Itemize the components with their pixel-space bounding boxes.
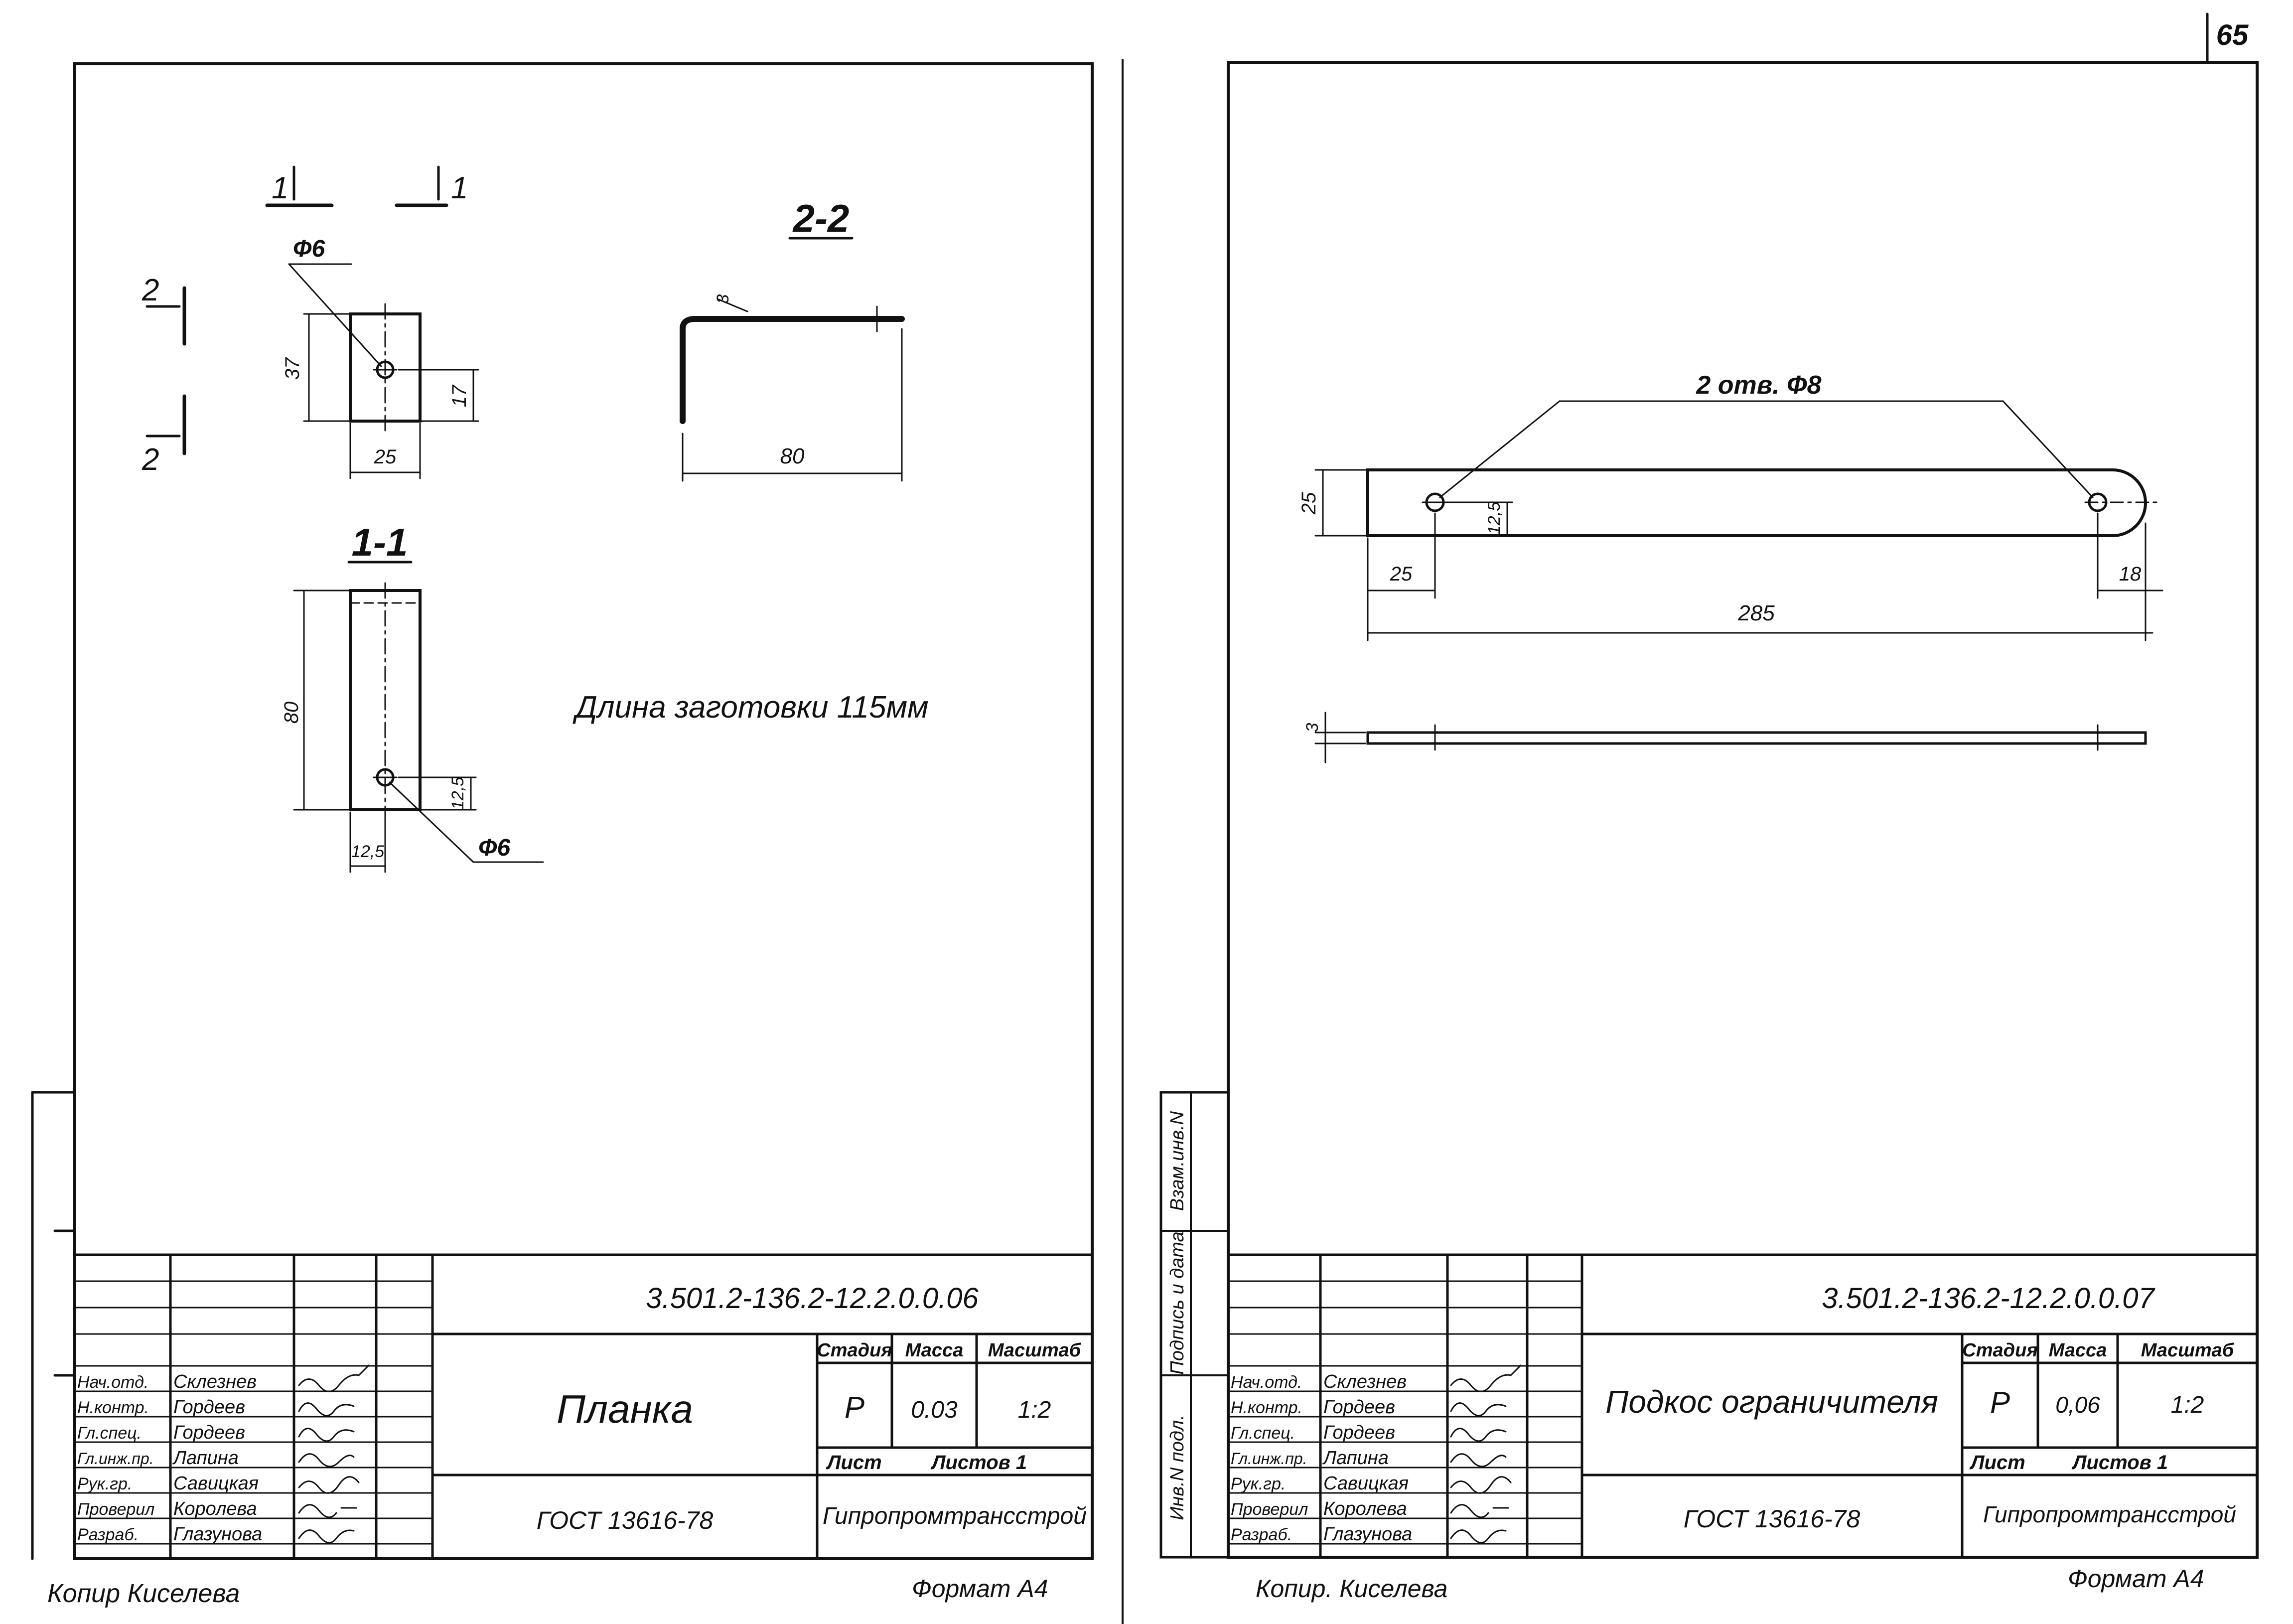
name-right-2: Гордеев [1323, 1422, 1395, 1443]
role-left-6: Разраб. [77, 1525, 139, 1544]
header-scale-right: Масштаб [2141, 1340, 2235, 1361]
dim-18: 18 [2119, 563, 2142, 585]
dim-25: 25 [374, 446, 397, 468]
holes-note: 2 отв. Ф8 [1696, 371, 1821, 400]
scale-right: 1:2 [2171, 1392, 2204, 1418]
role-right-0: Нач.отд. [1231, 1373, 1302, 1392]
dim-3-profile: 3 [714, 294, 732, 303]
dim-17: 17 [448, 384, 470, 407]
title-left: Планка [557, 1387, 693, 1431]
name-right-1: Гордеев [1323, 1397, 1395, 1418]
title-block-left-text: 3.501.2-136.2-12.2.0.0.06 Планка ГОСТ 13… [77, 1282, 1087, 1545]
doc-code-left: 3.501.2-136.2-12.2.0.0.06 [646, 1282, 979, 1315]
org-left: Гипропромтрансстрой [823, 1503, 1087, 1529]
copier-right: Копир. Киселева [1256, 1575, 1447, 1603]
name-left-3: Лапина [172, 1448, 239, 1469]
name-left-4: Савицкая [173, 1473, 259, 1494]
copier-left: Копир Киселева [47, 1579, 240, 1608]
dim-12-5: 12,5 [1485, 502, 1504, 535]
dim-80-horizontal: 80 [780, 444, 805, 468]
mass-right: 0,06 [2055, 1392, 2100, 1418]
role-right-6: Разраб. [1231, 1525, 1292, 1544]
dim-285: 285 [1737, 601, 1775, 625]
name-left-2: Гордеев [173, 1422, 245, 1443]
name-right-6: Глазунова [1323, 1524, 1412, 1545]
doc-code-right: 3.501.2-136.2-12.2.0.0.07 [1822, 1282, 2155, 1315]
name-right-3: Лапина [1322, 1448, 1389, 1469]
header-stage-right: Стадия [1962, 1340, 2037, 1361]
dim-3-strip: 3 [1303, 723, 1322, 732]
header-scale-left: Масштаб [988, 1340, 1082, 1361]
sheet-left: 1 1 2 2 Ф6 37 17 [31, 62, 1094, 1608]
header-stage-left: Стадия [817, 1340, 892, 1361]
dim-25-vertical: 25 [1298, 492, 1320, 515]
section-mark-2-top: 2 [142, 273, 159, 307]
role-left-3: Гл.инж.пр. [77, 1450, 154, 1468]
dim-12-5-horizontal: 12,5 [351, 842, 384, 861]
view-1-1-title: 1-1 [352, 520, 408, 564]
header-mass-right: Масса [2049, 1340, 2107, 1361]
format-right: Формат А4 [2068, 1565, 2204, 1593]
scale-left: 1:2 [1018, 1397, 1051, 1423]
role-left-2: Гл.спец. [77, 1424, 142, 1443]
signatures-right [1450, 1364, 1522, 1544]
org-right: Гипропромтрансстрой [1983, 1501, 2236, 1527]
page-number-box: 65 [2206, 12, 2259, 64]
sheet-label-left: Лист [826, 1452, 882, 1474]
header-mass-left: Масса [905, 1340, 964, 1361]
sheet-right: Инв.N подл. Подпись и дата Взам.инв.N 2 … [1159, 61, 2259, 1603]
sheets-label-right: Листов 1 [2071, 1452, 2168, 1474]
name-left-5: Королева [173, 1498, 257, 1519]
dim-37: 37 [282, 357, 303, 380]
role-right-4: Рук.гр. [1231, 1475, 1286, 1493]
name-right-5: Королева [1323, 1498, 1407, 1519]
stage-right: Р [1990, 1386, 2010, 1419]
side-label-sign: Подпись и дата [1167, 1231, 1188, 1374]
name-left-6: Глазунова [173, 1524, 262, 1545]
side-label-vzam: Взам.инв.N [1167, 1111, 1188, 1211]
name-right-0: Склезнев [1323, 1371, 1407, 1392]
dim-25-horizontal: 25 [1390, 563, 1413, 585]
sheet-label-right: Лист [1969, 1452, 2025, 1474]
plate-drawing: 1 1 2 2 Ф6 37 17 [142, 165, 929, 873]
dim-80-vertical: 80 [281, 702, 302, 724]
title-block-right-text: 3.501.2-136.2-12.2.0.0.07 Подкос огранич… [1231, 1282, 2236, 1545]
role-right-5: Проверил [1231, 1500, 1308, 1519]
hole-bottom-label: Ф6 [478, 835, 510, 861]
sheets-label-left: Листов 1 [930, 1452, 1027, 1474]
blank-length-note: Длина заготовки 115мм [573, 690, 929, 725]
hole-top-label: Ф6 [293, 236, 325, 262]
title-block-left [73, 1253, 1094, 1560]
sheet-right-frame [1227, 61, 2259, 1559]
signatures-left [298, 1364, 370, 1544]
role-left-1: Н.контр. [77, 1398, 149, 1417]
sheet-left-frame [73, 62, 1094, 1560]
section-mark-1-left: 1 [272, 171, 288, 205]
title-right: Подкос ограничителя [1605, 1384, 1938, 1420]
format-left: Формат А4 [912, 1575, 1048, 1603]
side-label-inv: Инв.N подл. [1167, 1415, 1188, 1520]
name-left-0: Склезнев [173, 1371, 257, 1392]
brace-drawing: 2 отв. Ф8 25 12,5 25 18 285 [1298, 371, 2163, 763]
view-2-2-title: 2-2 [792, 196, 850, 240]
standard-left: ГОСТ 13616-78 [537, 1506, 714, 1534]
stage-left: Р [845, 1391, 864, 1424]
role-left-4: Рук.гр. [77, 1475, 132, 1493]
name-right-4: Савицкая [1323, 1473, 1409, 1494]
section-mark-2-bottom: 2 [142, 443, 159, 477]
dim-12-5-vertical: 12,5 [448, 777, 467, 810]
section-mark-1-right: 1 [451, 171, 468, 205]
standard-right: ГОСТ 13616-78 [1684, 1505, 1861, 1533]
role-left-0: Нач.отд. [77, 1373, 148, 1392]
role-right-3: Гл.инж.пр. [1231, 1450, 1307, 1468]
role-right-2: Гл.спец. [1231, 1424, 1295, 1443]
page-number: 65 [2216, 19, 2249, 51]
role-right-1: Н.контр. [1231, 1398, 1302, 1417]
role-left-5: Проверил [77, 1500, 154, 1519]
side-stamp [1159, 1091, 1230, 1559]
name-left-1: Гордеев [173, 1397, 245, 1418]
mass-left: 0.03 [911, 1397, 958, 1423]
title-block-right [1227, 1253, 2259, 1559]
